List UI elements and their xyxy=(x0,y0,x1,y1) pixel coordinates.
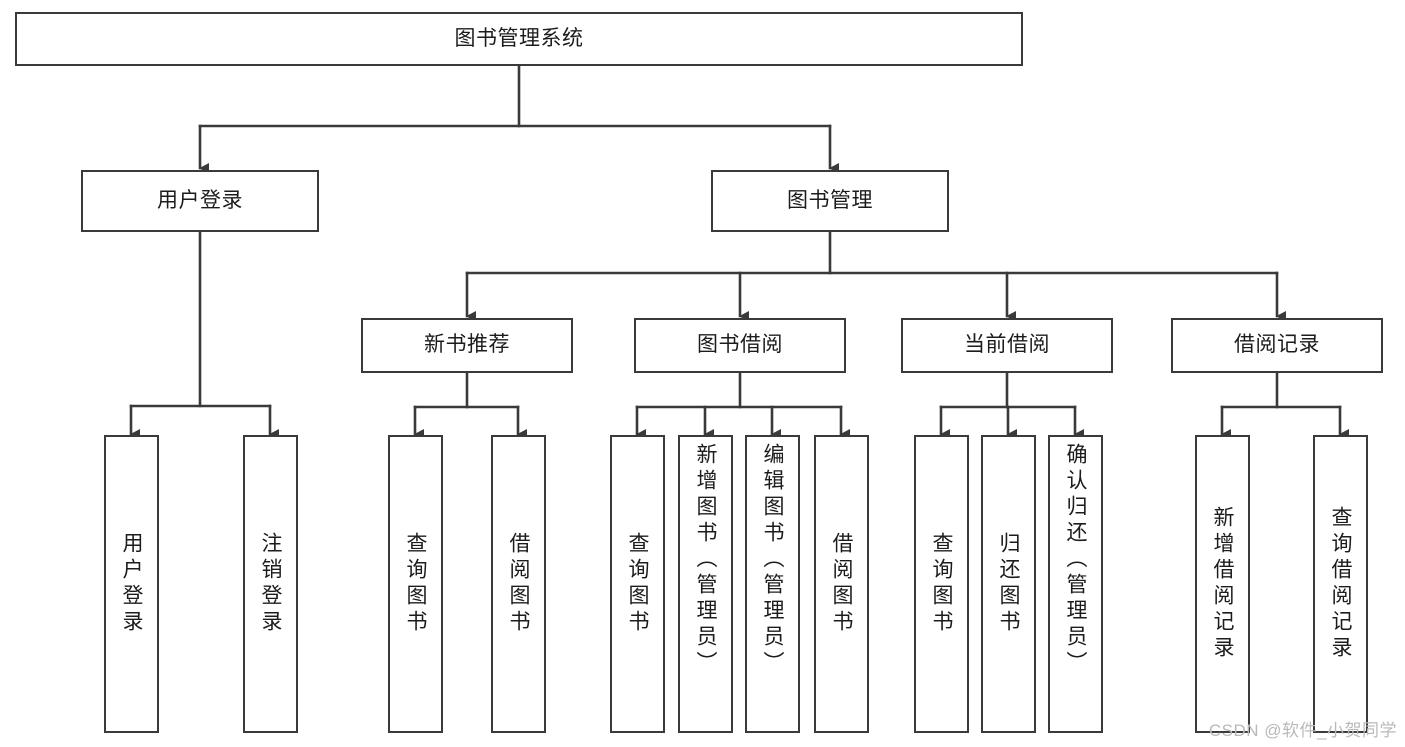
node-label: 借阅记录 xyxy=(1234,333,1320,357)
node-label: 查询图书 xyxy=(930,532,953,636)
node-label: 借阅图书 xyxy=(830,532,853,636)
node-label: 当前借阅 xyxy=(964,333,1050,357)
node-label: 图书管理系统 xyxy=(454,26,584,50)
node-label: 归还图书 xyxy=(997,532,1020,636)
node-label: 用户登录 xyxy=(120,532,143,636)
leaf-return-book[interactable]: 归还图书 xyxy=(981,435,1036,733)
node-label: 图书借阅 xyxy=(697,333,783,357)
node-label: 借阅图书 xyxy=(507,532,530,636)
node-label: 注销登录 xyxy=(259,532,282,636)
node-label: 图书管理 xyxy=(787,188,873,212)
leaf-query-book-current[interactable]: 查询图书 xyxy=(914,435,969,733)
node-label: 新增借阅记录 xyxy=(1211,506,1234,662)
leaf-query-book-new[interactable]: 查询图书 xyxy=(388,435,443,733)
node-book-management[interactable]: 图书管理 xyxy=(711,170,949,232)
leaf-query-borrow-record[interactable]: 查询借阅记录 xyxy=(1313,435,1368,733)
leaf-user-logout[interactable]: 注销登录 xyxy=(243,435,298,733)
node-label: 查询图书 xyxy=(626,532,649,636)
node-user-login[interactable]: 用户登录 xyxy=(81,170,319,232)
node-label: 用户登录 xyxy=(157,188,243,212)
node-label: 编辑图书（管理员） xyxy=(761,443,784,677)
leaf-query-book-borrow[interactable]: 查询图书 xyxy=(610,435,665,733)
leaf-add-book-admin[interactable]: 新增图书（管理员） xyxy=(678,435,733,733)
node-label: 新增图书（管理员） xyxy=(694,443,717,677)
leaf-borrow-book[interactable]: 借阅图书 xyxy=(814,435,869,733)
node-label: 新书推荐 xyxy=(424,333,510,357)
node-current-borrow[interactable]: 当前借阅 xyxy=(901,318,1113,373)
node-label: 确认归还（管理员） xyxy=(1064,443,1087,677)
leaf-edit-book-admin[interactable]: 编辑图书（管理员） xyxy=(745,435,800,733)
node-label: 查询图书 xyxy=(404,532,427,636)
node-borrow-record[interactable]: 借阅记录 xyxy=(1171,318,1383,373)
node-root-book-management-system[interactable]: 图书管理系统 xyxy=(15,12,1023,66)
node-label: 查询借阅记录 xyxy=(1329,506,1352,662)
leaf-user-login[interactable]: 用户登录 xyxy=(104,435,159,733)
node-new-book-recommendation[interactable]: 新书推荐 xyxy=(361,318,573,373)
leaf-borrow-book-new[interactable]: 借阅图书 xyxy=(491,435,546,733)
csdn-watermark: CSDN @软件_小贺同学 xyxy=(1208,721,1397,740)
leaf-add-borrow-record[interactable]: 新增借阅记录 xyxy=(1195,435,1250,733)
leaf-confirm-return-admin[interactable]: 确认归还（管理员） xyxy=(1048,435,1103,733)
node-book-borrow[interactable]: 图书借阅 xyxy=(634,318,846,373)
